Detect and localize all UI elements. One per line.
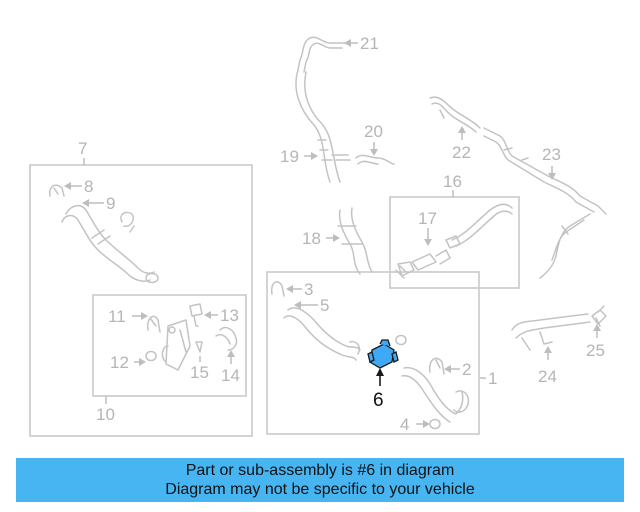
part-8-clip (48, 184, 65, 197)
part-19-pipe (295, 69, 351, 183)
part-10-housing (161, 319, 191, 371)
callout-24: 24 (538, 367, 557, 386)
part-24-pipe (511, 313, 591, 351)
part-21-pipe (297, 36, 347, 73)
group-box-16 (389, 196, 520, 289)
part-14-hose (215, 326, 238, 351)
callout-13: 13 (220, 306, 239, 325)
part-20-hose (355, 154, 395, 165)
callout-15: 15 (190, 363, 209, 382)
callout-3: 3 (304, 280, 313, 299)
group-box-7 (29, 164, 253, 437)
callout-11: 11 (108, 307, 126, 326)
callout-1: 1 (488, 369, 497, 388)
banner-line-2: Diagram may not be specific to your vehi… (165, 481, 475, 498)
callout-18: 18 (302, 229, 321, 248)
callout-9: 9 (106, 194, 115, 213)
callout-25: 25 (586, 341, 605, 360)
part-5-hose (283, 307, 361, 361)
part-1-hose (401, 366, 470, 423)
callout-14: 14 (221, 366, 240, 385)
part-15-bolt (195, 341, 203, 353)
callout-19: 19 (280, 147, 299, 166)
callout-21: 21 (360, 34, 379, 53)
callout-4: 4 (400, 415, 409, 434)
part-13-sensor (189, 303, 203, 327)
group-box-10 (92, 294, 247, 397)
callout-leaders (64, 39, 601, 428)
callout-22: 22 (452, 143, 471, 162)
part-12-oring (145, 350, 157, 362)
callout-16: 16 (443, 172, 462, 191)
callout-6[interactable]: 6 (373, 390, 384, 411)
banner-line-1: Part or sub-assembly is #6 in diagram (185, 462, 455, 479)
part-25-cap (591, 305, 607, 327)
callout-17: 17 (418, 209, 437, 228)
callout-8: 8 (84, 177, 93, 196)
callout-6-leader (376, 368, 384, 386)
part-7-clamp (145, 272, 159, 284)
part-22-hose (429, 96, 481, 133)
part-23-tube-assembly (483, 127, 607, 279)
part-2-clip (428, 357, 445, 375)
callout-20: 20 (364, 122, 383, 141)
part-6-highlighted[interactable] (367, 339, 399, 369)
part-5-clamp (395, 334, 407, 346)
part-9-hose (61, 204, 155, 282)
part-3-clip (270, 281, 285, 297)
callout-10: 10 (96, 405, 115, 424)
info-banner: Part or sub-assembly is #6 in diagram Di… (16, 458, 624, 502)
part-4-oring (429, 418, 441, 430)
part-11-clip (146, 315, 161, 333)
group-box-1 (266, 271, 480, 435)
part-18-hose (337, 207, 373, 275)
callout-2: 2 (462, 360, 471, 379)
part-17-hose (395, 203, 513, 279)
parts-diagram: 1 2 3 4 5 6 7 8 9 10 11 12 13 14 15 16 1… (29, 34, 607, 437)
part-9-clip (120, 211, 135, 233)
callout-23: 23 (542, 145, 561, 164)
callout-12: 12 (110, 353, 129, 372)
callout-5: 5 (320, 296, 329, 315)
callout-7: 7 (78, 139, 87, 158)
